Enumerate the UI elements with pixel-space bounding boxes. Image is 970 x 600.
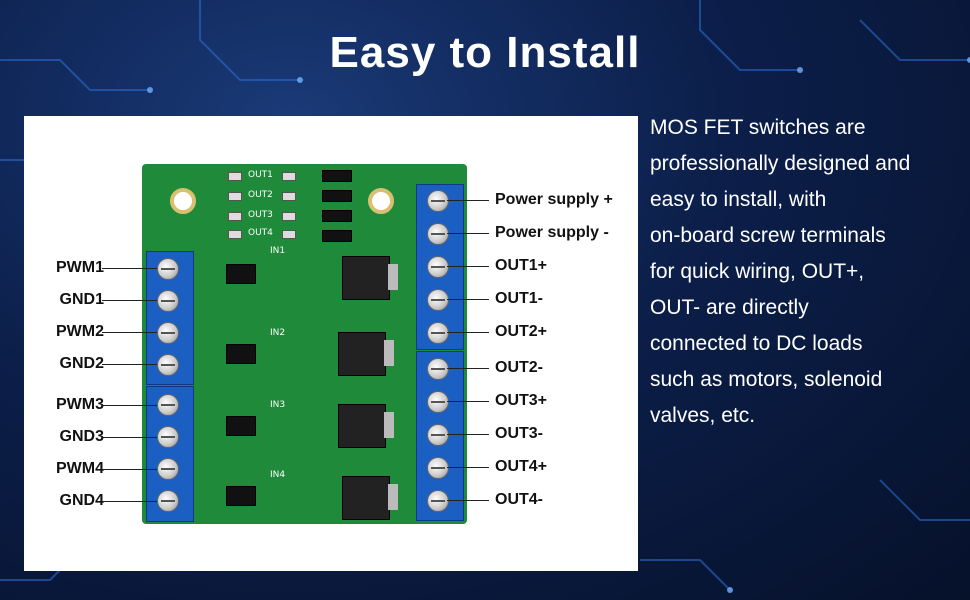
product-image-panel: OUT1 OUT2 OUT3 OUT4 IN1 IN2 IN3 IN4 <box>24 116 638 571</box>
silk-out2: OUT2 <box>248 190 273 200</box>
mosfet <box>338 332 386 376</box>
mounting-hole <box>170 188 196 214</box>
mounting-hole <box>368 188 394 214</box>
description-line: easy to install, with <box>650 188 827 211</box>
optocoupler <box>226 486 256 506</box>
label-gnd2: GND2 <box>59 355 104 372</box>
label-gnd1: GND1 <box>59 291 104 308</box>
label-pwm1: PWM1 <box>56 259 104 276</box>
description-line: professionally designed and <box>650 152 911 175</box>
silk-out4: OUT4 <box>248 228 273 238</box>
label-out3-plus: OUT3+ <box>495 392 548 409</box>
optocoupler <box>226 416 256 436</box>
silk-in1: IN1 <box>270 246 286 256</box>
description-line: OUT- are directly <box>650 296 809 319</box>
description-line: connected to DC loads <box>650 332 863 355</box>
silk-in3: IN3 <box>270 400 286 410</box>
label-pwm4: PWM4 <box>56 460 104 477</box>
label-pwm3: PWM3 <box>56 396 104 413</box>
pcb-board: OUT1 OUT2 OUT3 OUT4 IN1 IN2 IN3 IN4 <box>142 164 467 524</box>
label-out1-plus: OUT1+ <box>495 257 548 274</box>
label-pwm2: PWM2 <box>56 323 104 340</box>
description-line: MOS FET switches are <box>650 116 866 139</box>
label-out2-minus: OUT2- <box>495 359 543 376</box>
label-power-supply-plus: Power supply + <box>495 191 613 208</box>
label-out4-plus: OUT4+ <box>495 458 548 475</box>
silk-in4: IN4 <box>270 470 286 480</box>
label-out4-minus: OUT4- <box>495 491 543 508</box>
description-line: for quick wiring, OUT+, <box>650 260 865 283</box>
optocoupler <box>226 264 256 284</box>
mosfet <box>338 404 386 448</box>
silk-out1: OUT1 <box>248 170 273 180</box>
description-line: valves, etc. <box>650 404 756 427</box>
silk-out3: OUT3 <box>248 210 273 220</box>
optocoupler <box>226 344 256 364</box>
feature-description: MOS FET switches are professionally desi… <box>650 110 965 434</box>
label-gnd4: GND4 <box>59 492 104 509</box>
label-out3-minus: OUT3- <box>495 425 543 442</box>
label-out2-plus: OUT2+ <box>495 323 548 340</box>
silk-in2: IN2 <box>270 328 286 338</box>
mosfet <box>342 476 390 520</box>
label-out1-minus: OUT1- <box>495 290 543 307</box>
label-gnd3: GND3 <box>59 428 104 445</box>
mosfet <box>342 256 390 300</box>
description-line: on-board screw terminals <box>650 224 886 247</box>
page-title: Easy to Install <box>329 28 641 77</box>
description-line: such as motors, solenoid <box>650 368 883 391</box>
label-power-supply-minus: Power supply - <box>495 224 609 241</box>
